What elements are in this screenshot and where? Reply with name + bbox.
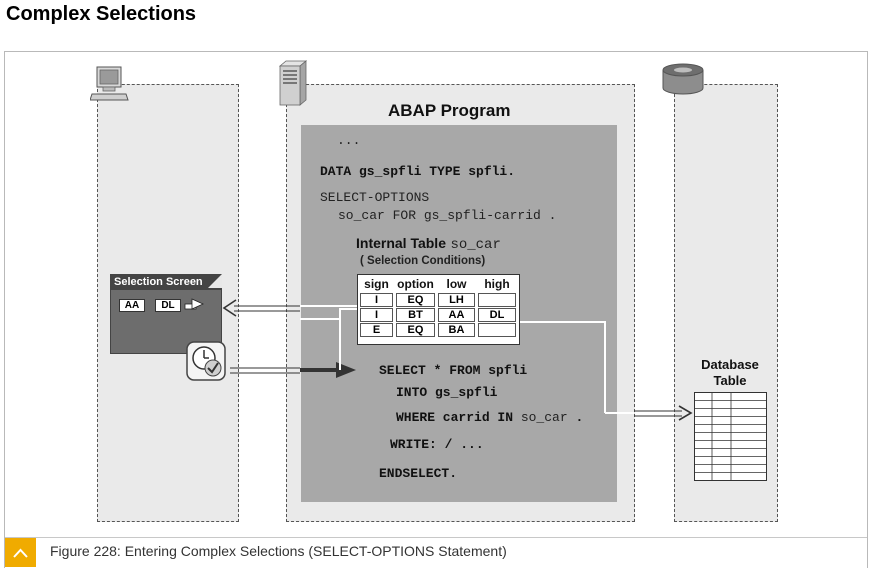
internal-table-title: Internal Table	[356, 235, 446, 251]
internal-table-cell: I	[360, 293, 393, 307]
database-table-grid	[694, 392, 767, 481]
database-label-line2: Table	[713, 373, 747, 388]
where-prefix: WHERE carrid IN	[396, 410, 521, 425]
caption-collapse-button[interactable]	[5, 538, 36, 567]
code-data-statement: DATA gs_spfli TYPE spfli.	[320, 164, 516, 179]
code-ellipsis: ...	[337, 133, 361, 148]
code-write-statement: WRITE: / ...	[390, 437, 484, 452]
program-title: ABAP Program	[388, 101, 511, 120]
chevron-up-icon	[13, 548, 28, 558]
internal-table-cell: BA	[438, 323, 475, 337]
internal-table-cell: I	[360, 308, 393, 322]
internal-table-heading: Internal Table so_car	[356, 235, 501, 253]
internal-table-header-option: option	[397, 277, 434, 291]
server-icon	[278, 60, 308, 106]
internal-table-cell: LH	[438, 293, 475, 307]
database-label: Database Table	[690, 357, 770, 389]
where-variable: so_car	[520, 410, 568, 425]
internal-table-cell	[478, 323, 516, 337]
selection-high-field[interactable]: DL	[155, 299, 181, 312]
internal-table-header-high: high	[484, 277, 510, 291]
internal-table-cell: E	[360, 323, 393, 337]
code-select-statement: SELECT * FROM spfli	[379, 363, 528, 378]
table-to-screen-arrow	[222, 299, 357, 317]
selection-screen-corner-icon	[208, 274, 222, 288]
internal-table-cell: EQ	[396, 293, 435, 307]
internal-table-header-sign: sign	[364, 277, 389, 291]
multiple-selection-arrow-icon[interactable]	[184, 296, 206, 312]
table-to-database-arrow	[520, 321, 693, 421]
code-where-clause: WHERE carrid IN so_car .	[396, 408, 583, 426]
selection-screen: Selection Screen	[110, 274, 222, 354]
database-label-line1: Database	[701, 357, 759, 372]
internal-table-cell: DL	[478, 308, 516, 322]
internal-table-cell	[478, 293, 516, 307]
where-suffix: .	[567, 410, 584, 425]
internal-table-name: so_car	[450, 237, 501, 253]
database-icon	[662, 63, 704, 95]
page-title: Complex Selections	[6, 3, 197, 25]
internal-table-cell: EQ	[396, 323, 435, 337]
internal-table-subtitle: ( Selection Conditions)	[360, 255, 486, 267]
selection-low-field[interactable]: AA	[119, 299, 145, 312]
code-endselect: ENDSELECT.	[379, 466, 458, 481]
code-select-options: SELECT-OPTIONS	[320, 190, 430, 205]
database-table-outline	[694, 392, 767, 481]
code-into-clause: INTO gs_spfli	[396, 385, 498, 400]
computer-icon	[90, 66, 129, 101]
selection-screen-title: Selection Screen	[111, 275, 221, 290]
caption-bar	[5, 537, 867, 568]
execute-to-select-arrow	[230, 362, 356, 378]
figure-caption: Figure 228: Entering Complex Selections …	[50, 543, 507, 559]
internal-table-cell: AA	[438, 308, 475, 322]
code-so-declaration: so_car FOR gs_spfli-carrid .	[338, 208, 557, 223]
execute-clock-icon[interactable]	[185, 340, 229, 384]
internal-table-header-low: low	[446, 277, 467, 291]
internal-table-cell: BT	[396, 308, 435, 322]
